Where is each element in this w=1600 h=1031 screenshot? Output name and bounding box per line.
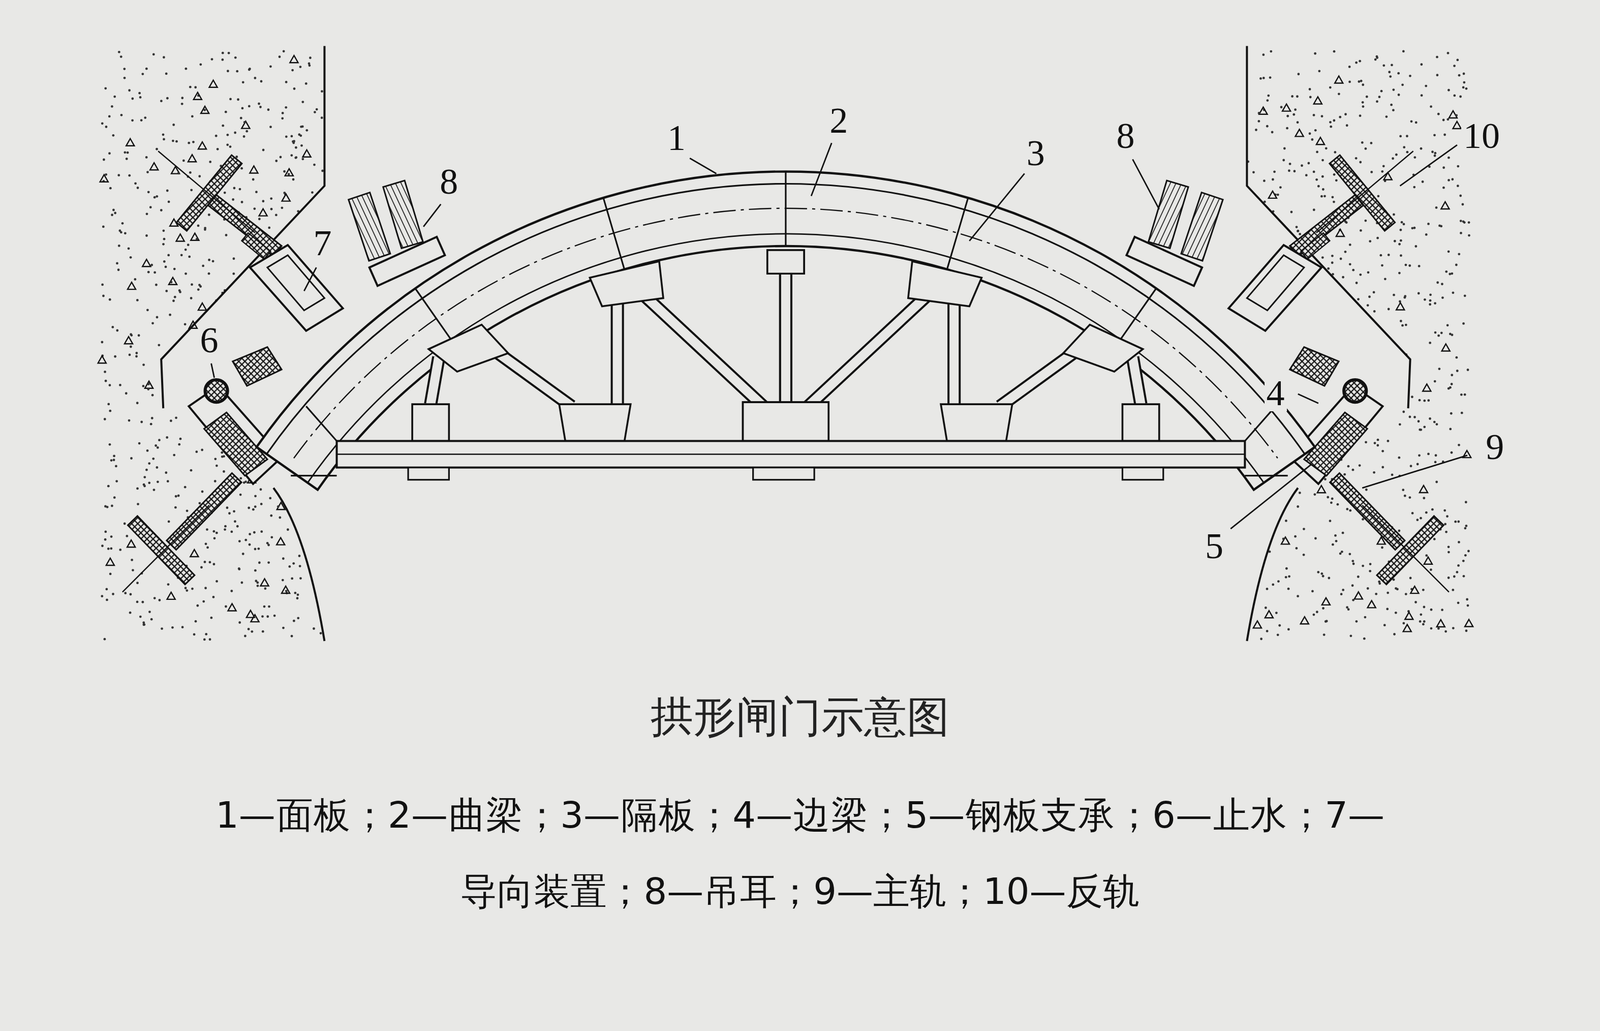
arch-gate	[256, 171, 1315, 490]
callout-number: 4	[1264, 374, 1287, 412]
callout-number: 6	[198, 321, 221, 359]
truss-frame	[290, 250, 1288, 480]
leader-lines	[211, 142, 1468, 529]
callout-number: 10	[1461, 117, 1502, 155]
callout-number: 8	[437, 163, 460, 200]
concrete-texture	[98, 49, 1473, 641]
callout-number: 3	[1024, 134, 1048, 172]
callout-number: 2	[827, 102, 850, 139]
callout-number: 8	[1114, 117, 1137, 155]
callout-number: 9	[1483, 428, 1506, 466]
callout-number: 1	[665, 119, 688, 157]
figure-caption: 1—面板；2—曲梁；3—隔板；4—边梁；5—钢板支承；6—止水；7—导向装置；8…	[215, 776, 1385, 930]
figure-title: 拱形闸门示意图	[0, 691, 1600, 743]
callout-number: 5	[1203, 527, 1226, 565]
callout-number: 7	[311, 224, 334, 262]
